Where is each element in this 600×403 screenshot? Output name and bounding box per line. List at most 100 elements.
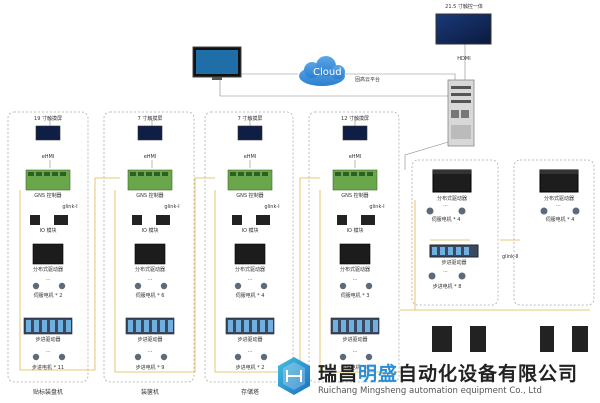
station-3-stepper-label: 步进驱动器 [237,337,263,343]
station-4-stepper-slot [357,320,362,332]
station-1-io-module-b [54,215,68,225]
station-1-stepper-slot [50,320,55,332]
station-4-stepper-label: 步进驱动器 [342,337,368,343]
station-1-stepper-slot [58,320,63,332]
station-2-gns-port [146,172,152,176]
station-2-stepper-slot [144,320,149,332]
station-devices [23,125,380,361]
station-1-servo-label: 伺服电机 * 2 [33,293,63,299]
station-1-name: 贴标装盘机 [32,389,64,396]
station-4-stepper-slot [365,320,370,332]
right-motors-2 [540,207,580,215]
station-2-stepper-slot [152,320,157,332]
right-servo-label-1: 伺服电机 * 4 [431,217,461,223]
right-ellipsis-1: ··· [443,203,448,209]
station-frame-2 [103,111,195,383]
station-1-glink-label: glink-Ⅰ [62,204,78,210]
station-3-stepper-driver [225,317,275,335]
station-4-io-module-b [361,215,375,225]
station-3-servo-motor-b [260,282,268,290]
station-3-servo-motor-a [234,282,242,290]
right-dist-label-1: 分布式驱动器 [436,196,468,202]
industrial-pc [447,79,475,147]
touch-panel-label: 21.5 寸触控一体 [445,4,483,10]
station-3-io-module-b [256,215,270,225]
station-1-touch-screen [35,125,61,141]
station-2-gns-port [162,172,168,176]
station-1-stepper-label: 步进驱动器 [35,337,61,343]
station-4-stepper-slot [349,320,354,332]
station-1-servo-motor-b [58,282,66,290]
station-frame-6 [513,159,595,306]
station-3-ehmi-label: eHMI [243,154,257,160]
station-4-stepper-motor-b [365,353,373,361]
right-stepper-driver [429,244,479,258]
station-3-stepper-slot [244,320,249,332]
station-3-stepper-slot [228,320,233,332]
company-name-part-1: 瑞昌 [318,363,359,385]
station-3-gns-port [230,172,236,176]
company-logo-icon [278,357,310,395]
station-4-gns-port [367,172,373,176]
station-1-stepper-driver [23,317,73,335]
station-3-gns-port [246,172,252,176]
station-3-io-module-a [232,215,242,225]
right-dist-label-2: 分布式驱动器 [543,196,575,202]
cloud-platform-label: 固高云平台 [355,77,381,83]
station-3-dist-label: 分布式驱动器 [234,267,266,273]
station-4-glink-label: glink-Ⅰ [369,204,385,210]
station-1-servo-motor-a [32,282,40,290]
company-name: 瑞昌明盛自动化设备有限公司 [318,359,578,386]
station-1-gns-label: GNS 控制器 [34,193,62,199]
station-frame-4 [308,111,400,383]
station-2-stepper-motor-b [160,353,168,361]
station-1-gns-port [52,172,58,176]
station-3-stepper-slot [236,320,241,332]
right-glink2-label: glink-Ⅱ [502,254,519,260]
touch-panel-screen [435,13,492,45]
station-2-screen-label: 7 寸触摸屏 [137,116,163,122]
station-1-io-module-a [30,215,40,225]
station-2-stepper-slot [160,320,165,332]
station-3-gns-port [238,172,244,176]
station-3-glink-label: glink-Ⅰ [264,204,280,210]
station-2-dist-label: 分布式驱动器 [134,267,166,273]
station-1-gns-port [44,172,50,176]
station-3-io-label: IO 模块 [241,228,259,234]
station-2-gns-port [154,172,160,176]
station-4-dist-driver [339,243,371,265]
station-3-name: 存储塔 [240,389,260,396]
station-1-ellipsis-stepper: ··· [45,349,51,355]
station-2-gns-label: GNS 控制器 [136,193,164,199]
cloud-icon [299,56,345,86]
station-4-servo-label: 伺服电机 * 3 [340,293,370,299]
station-1-stepper-motor-label: 步进电机 * 11 [31,365,65,371]
station-2-gns-port [138,172,144,176]
station-2-io-label: IO 模块 [141,228,159,234]
station-2-name: 装箧机 [140,389,160,396]
station-4-gns-port [359,172,365,176]
right-stepper-motors [428,272,466,280]
station-frame-3 [204,111,294,383]
station-2-stepper-slot [128,320,133,332]
station-2-gns-port [130,172,136,176]
station-3-screen-label: 7 寸触摸屏 [237,116,263,122]
station-3-stepper-motor-label: 步进电机 * 2 [235,365,265,371]
station-2-ellipsis-stepper: ··· [147,349,153,355]
station-1-stepper-motor-a [32,353,40,361]
station-4-screen-label: 12 寸触摸屏 [341,116,369,122]
station-1-ehmi-label: eHMI [41,154,55,160]
station-2-servo-motor-b [160,282,168,290]
station-2-io-module-a [132,215,142,225]
station-2-stepper-slot [136,320,141,332]
right-motors-1 [426,207,466,215]
right-ellipsis-3: ··· [443,269,448,275]
station-2-touch-screen [137,125,163,141]
station-4-stepper-motor-a [339,353,347,361]
station-3-gns-port [254,172,260,176]
station-1-dist-driver [32,243,64,265]
station-1-stepper-slot [34,320,39,332]
right-drive-1 [432,169,472,193]
bottom-io-modules [432,326,588,352]
station-1-screen-label: 19 寸触摸屏 [34,116,62,122]
